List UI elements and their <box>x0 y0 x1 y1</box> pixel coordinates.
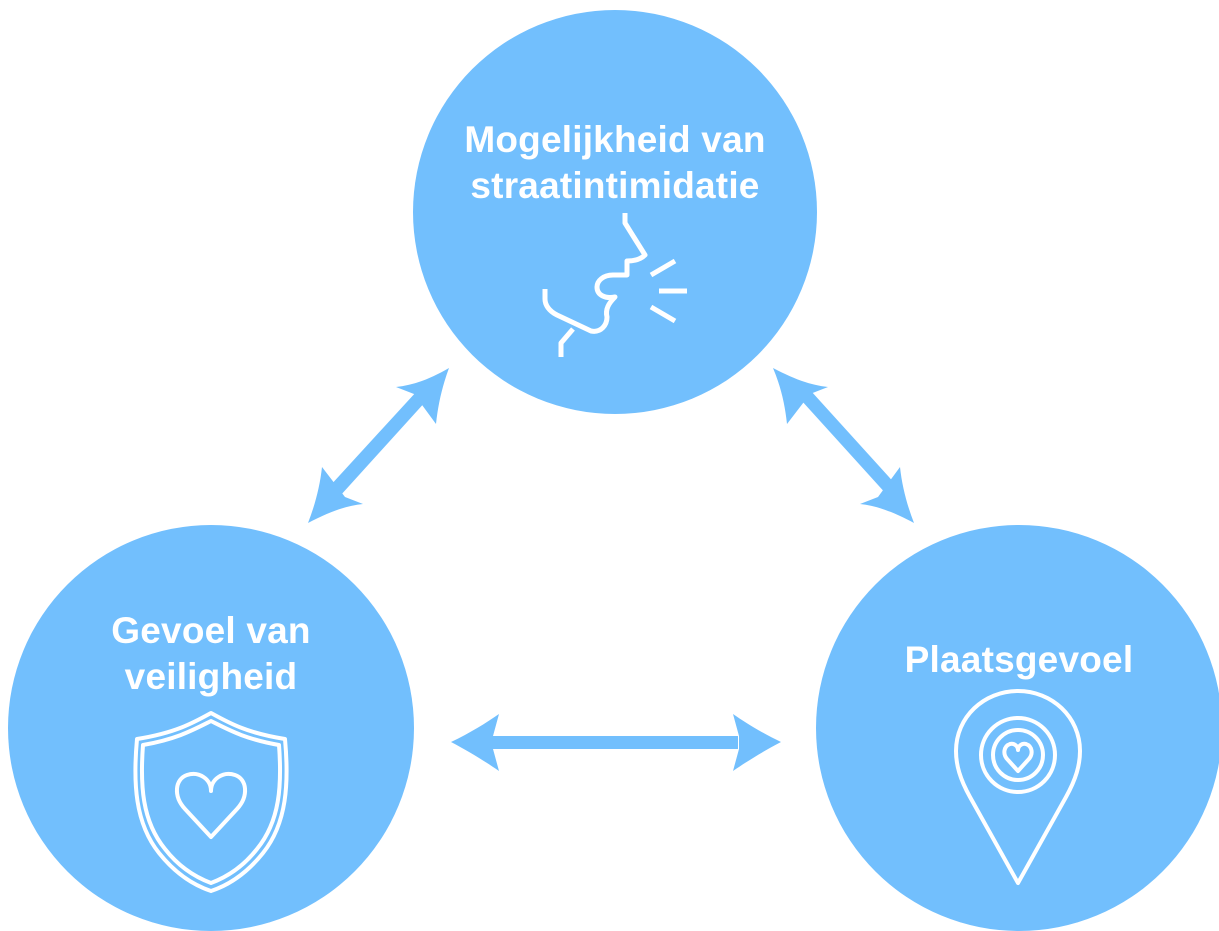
arrow-left-right <box>451 714 781 771</box>
node-label-line: Mogelijkheid van <box>464 119 766 160</box>
node-label-line: Plaatsgevoel <box>904 639 1134 680</box>
arrow-top-left <box>308 368 449 523</box>
node-straatintimidatie: Mogelijkheid van straatintimidatie <box>413 10 817 414</box>
node-label-line: Gevoel van <box>111 610 311 651</box>
shouting-face-icon <box>542 213 687 357</box>
arrow-top-right <box>773 368 914 523</box>
node-label-line: straatintimidatie <box>470 165 760 206</box>
node-label-right: Plaatsgevoel <box>816 637 1219 683</box>
node-label-line: veiligheid <box>124 656 298 697</box>
node-gevoel-van-veiligheid: Gevoel van veiligheid <box>8 525 414 931</box>
node-label-left: Gevoel van veiligheid <box>8 608 414 700</box>
location-pin-heart-icon <box>954 689 1082 885</box>
node-label-top: Mogelijkheid van straatintimidatie <box>413 117 817 209</box>
shield-heart-icon <box>133 711 289 893</box>
node-plaatsgevoel: Plaatsgevoel <box>816 525 1219 931</box>
